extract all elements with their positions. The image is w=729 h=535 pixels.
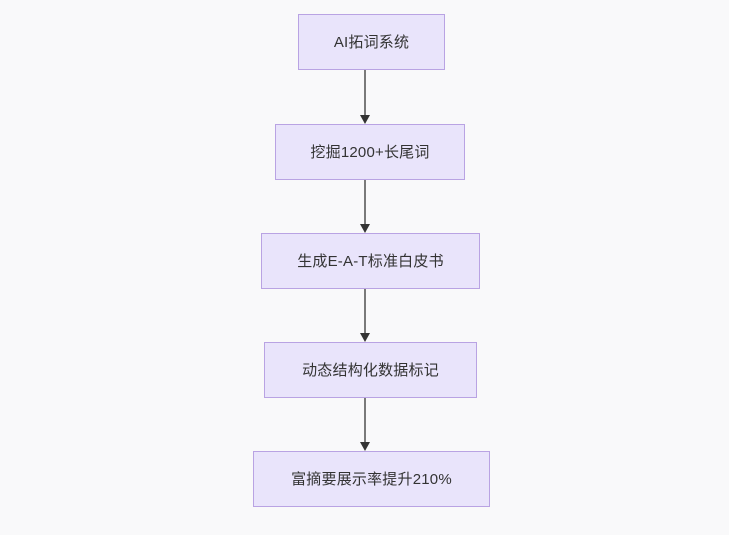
flow-node-n3[interactable]: 生成E-A-T标准白皮书	[261, 233, 480, 289]
flow-node-n2[interactable]: 挖掘1200+长尾词	[275, 124, 465, 180]
flow-node-label: AI拓词系统	[333, 33, 410, 51]
flow-node-label: 动态结构化数据标记	[302, 361, 439, 379]
flow-node-label: 富摘要展示率提升210%	[291, 470, 452, 488]
edge-n1-to-n2	[359, 70, 371, 124]
edge-n3-to-n4	[359, 289, 371, 342]
edge-n4-to-n5	[359, 398, 371, 451]
flow-node-n4[interactable]: 动态结构化数据标记	[264, 342, 477, 398]
flow-node-n1[interactable]: AI拓词系统	[298, 14, 445, 70]
flow-node-label: 生成E-A-T标准白皮书	[297, 252, 444, 270]
edge-n2-to-n3	[359, 180, 371, 233]
flow-node-label: 挖掘1200+长尾词	[310, 143, 430, 161]
flow-node-n5[interactable]: 富摘要展示率提升210%	[253, 451, 490, 507]
